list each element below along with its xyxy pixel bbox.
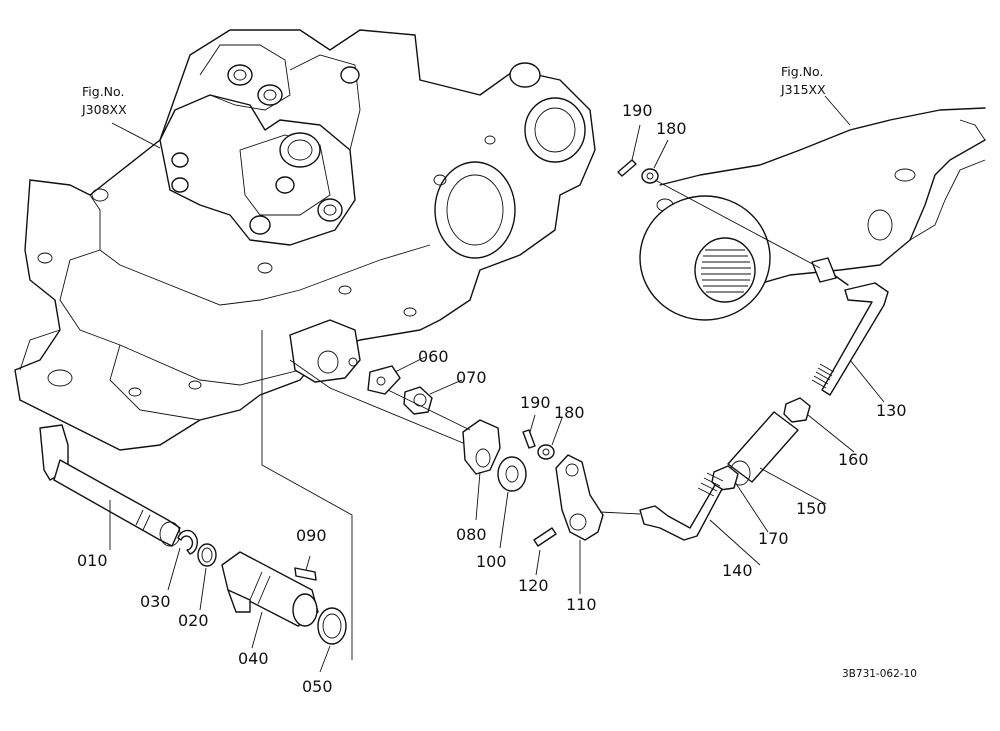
leader-lines [109, 95, 885, 673]
callout-030: 030 [140, 592, 171, 611]
figref-left-line1: Fig.No. [82, 84, 124, 99]
callout-100: 100 [476, 552, 507, 571]
lift-arm-drawing [639, 107, 986, 321]
callout-060: 060 [418, 347, 449, 366]
hydraulic-housing-drawing [14, 29, 596, 451]
section-lines [261, 330, 481, 660]
callout-120: 120 [518, 576, 549, 595]
assembly-axes [387, 179, 821, 515]
callout-020: 020 [178, 611, 209, 630]
drawing-code: 3B731-062-10 [842, 668, 917, 680]
callout-090: 090 [296, 526, 327, 545]
callout-180-lower: 180 [554, 403, 585, 422]
parts-drawing [39, 159, 889, 645]
callout-010: 010 [77, 551, 108, 570]
callout-150: 150 [796, 499, 827, 518]
figure-reference-left: Fig.No. J308XX [81, 84, 127, 117]
callout-040: 040 [238, 649, 269, 668]
callout-190-upper: 190 [622, 101, 653, 120]
callout-160: 160 [838, 450, 869, 469]
figure-reference-right: Fig.No. J315XX [780, 64, 826, 97]
callout-190-lower: 190 [520, 393, 551, 412]
figref-left-line2: J308XX [81, 102, 127, 117]
callout-130: 130 [876, 401, 907, 420]
figref-right-line2: J315XX [780, 82, 826, 97]
callout-170: 170 [758, 529, 789, 548]
figref-right-line1: Fig.No. [781, 64, 823, 79]
callout-050: 050 [302, 677, 333, 696]
callout-110: 110 [566, 595, 597, 614]
part-callouts: 190 180 060 070 190 180 130 160 150 170 … [77, 101, 907, 696]
callout-070: 070 [456, 368, 487, 387]
callout-140: 140 [722, 561, 753, 580]
callout-180-upper: 180 [656, 119, 687, 138]
callout-080: 080 [456, 525, 487, 544]
